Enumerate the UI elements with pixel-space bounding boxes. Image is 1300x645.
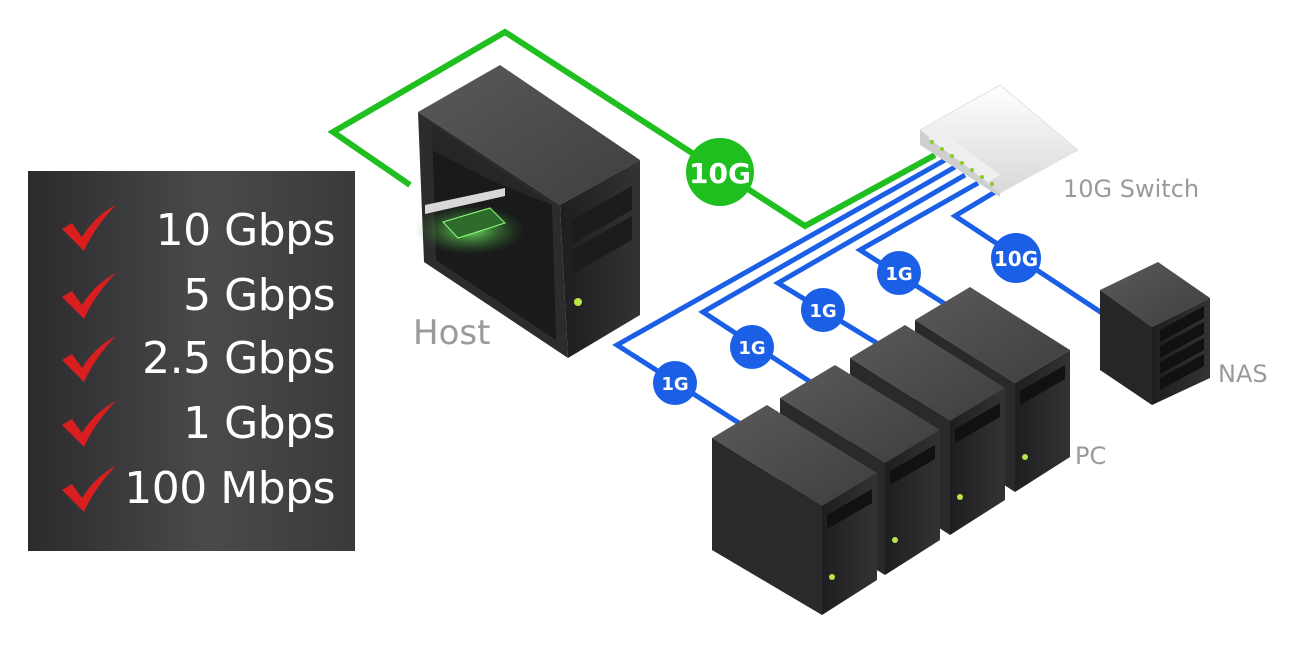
pc-1	[712, 405, 877, 615]
host-label: Host	[413, 313, 490, 353]
badge-switch-pc4: 1G	[877, 251, 921, 295]
speed-item-5gbps: 5 Gbps	[183, 270, 335, 321]
switch-device: 10G Switch	[919, 84, 1199, 203]
badge-host-switch: 10G	[686, 138, 754, 206]
svg-text:1G: 1G	[809, 301, 836, 322]
nic-card-icon	[442, 207, 506, 239]
speed-item-2-5gbps: 2.5 Gbps	[142, 333, 335, 384]
speed-item-100mbps: 100 Mbps	[124, 463, 335, 514]
switch-label: 10G Switch	[1063, 175, 1199, 203]
check-icon	[62, 401, 116, 447]
svg-text:10G: 10G	[994, 247, 1038, 271]
check-icon	[62, 466, 116, 512]
link-switch-pc1	[612, 157, 947, 428]
nas-label: NAS	[1218, 360, 1268, 388]
link-switch-nas	[950, 189, 1107, 318]
speed-item-10gbps: 10 Gbps	[155, 205, 336, 256]
links	[327, 28, 1107, 428]
pc-group: PC	[712, 287, 1106, 615]
link-host-switch	[327, 28, 937, 230]
switch-port-leds	[930, 140, 994, 186]
svg-text:1G: 1G	[738, 338, 765, 359]
link-badges: 10G 10G 1G 1G 1G 1G	[653, 138, 1041, 405]
svg-text:10G: 10G	[689, 157, 751, 190]
svg-text:1G: 1G	[661, 374, 688, 395]
badge-switch-nas: 10G	[991, 233, 1041, 283]
check-icon	[62, 336, 116, 382]
badge-switch-pc1: 1G	[653, 361, 697, 405]
power-button-icon	[574, 298, 582, 306]
badge-switch-pc3: 1G	[801, 288, 845, 332]
badge-switch-pc2: 1G	[730, 325, 774, 369]
check-icon	[62, 273, 116, 319]
pc-label: PC	[1075, 442, 1106, 470]
speed-item-1gbps: 1 Gbps	[183, 398, 335, 449]
check-icon	[62, 205, 116, 251]
speed-panel: 10 Gbps 5 Gbps 2.5 Gbps 1 Gbps 100 Mbps	[28, 171, 355, 551]
nas-device: NAS	[1100, 262, 1268, 405]
link-switch-pc2	[698, 164, 957, 386]
host-computer: Host	[413, 65, 640, 358]
link-switch-pc3	[773, 172, 967, 348]
svg-text:1G: 1G	[885, 264, 912, 285]
